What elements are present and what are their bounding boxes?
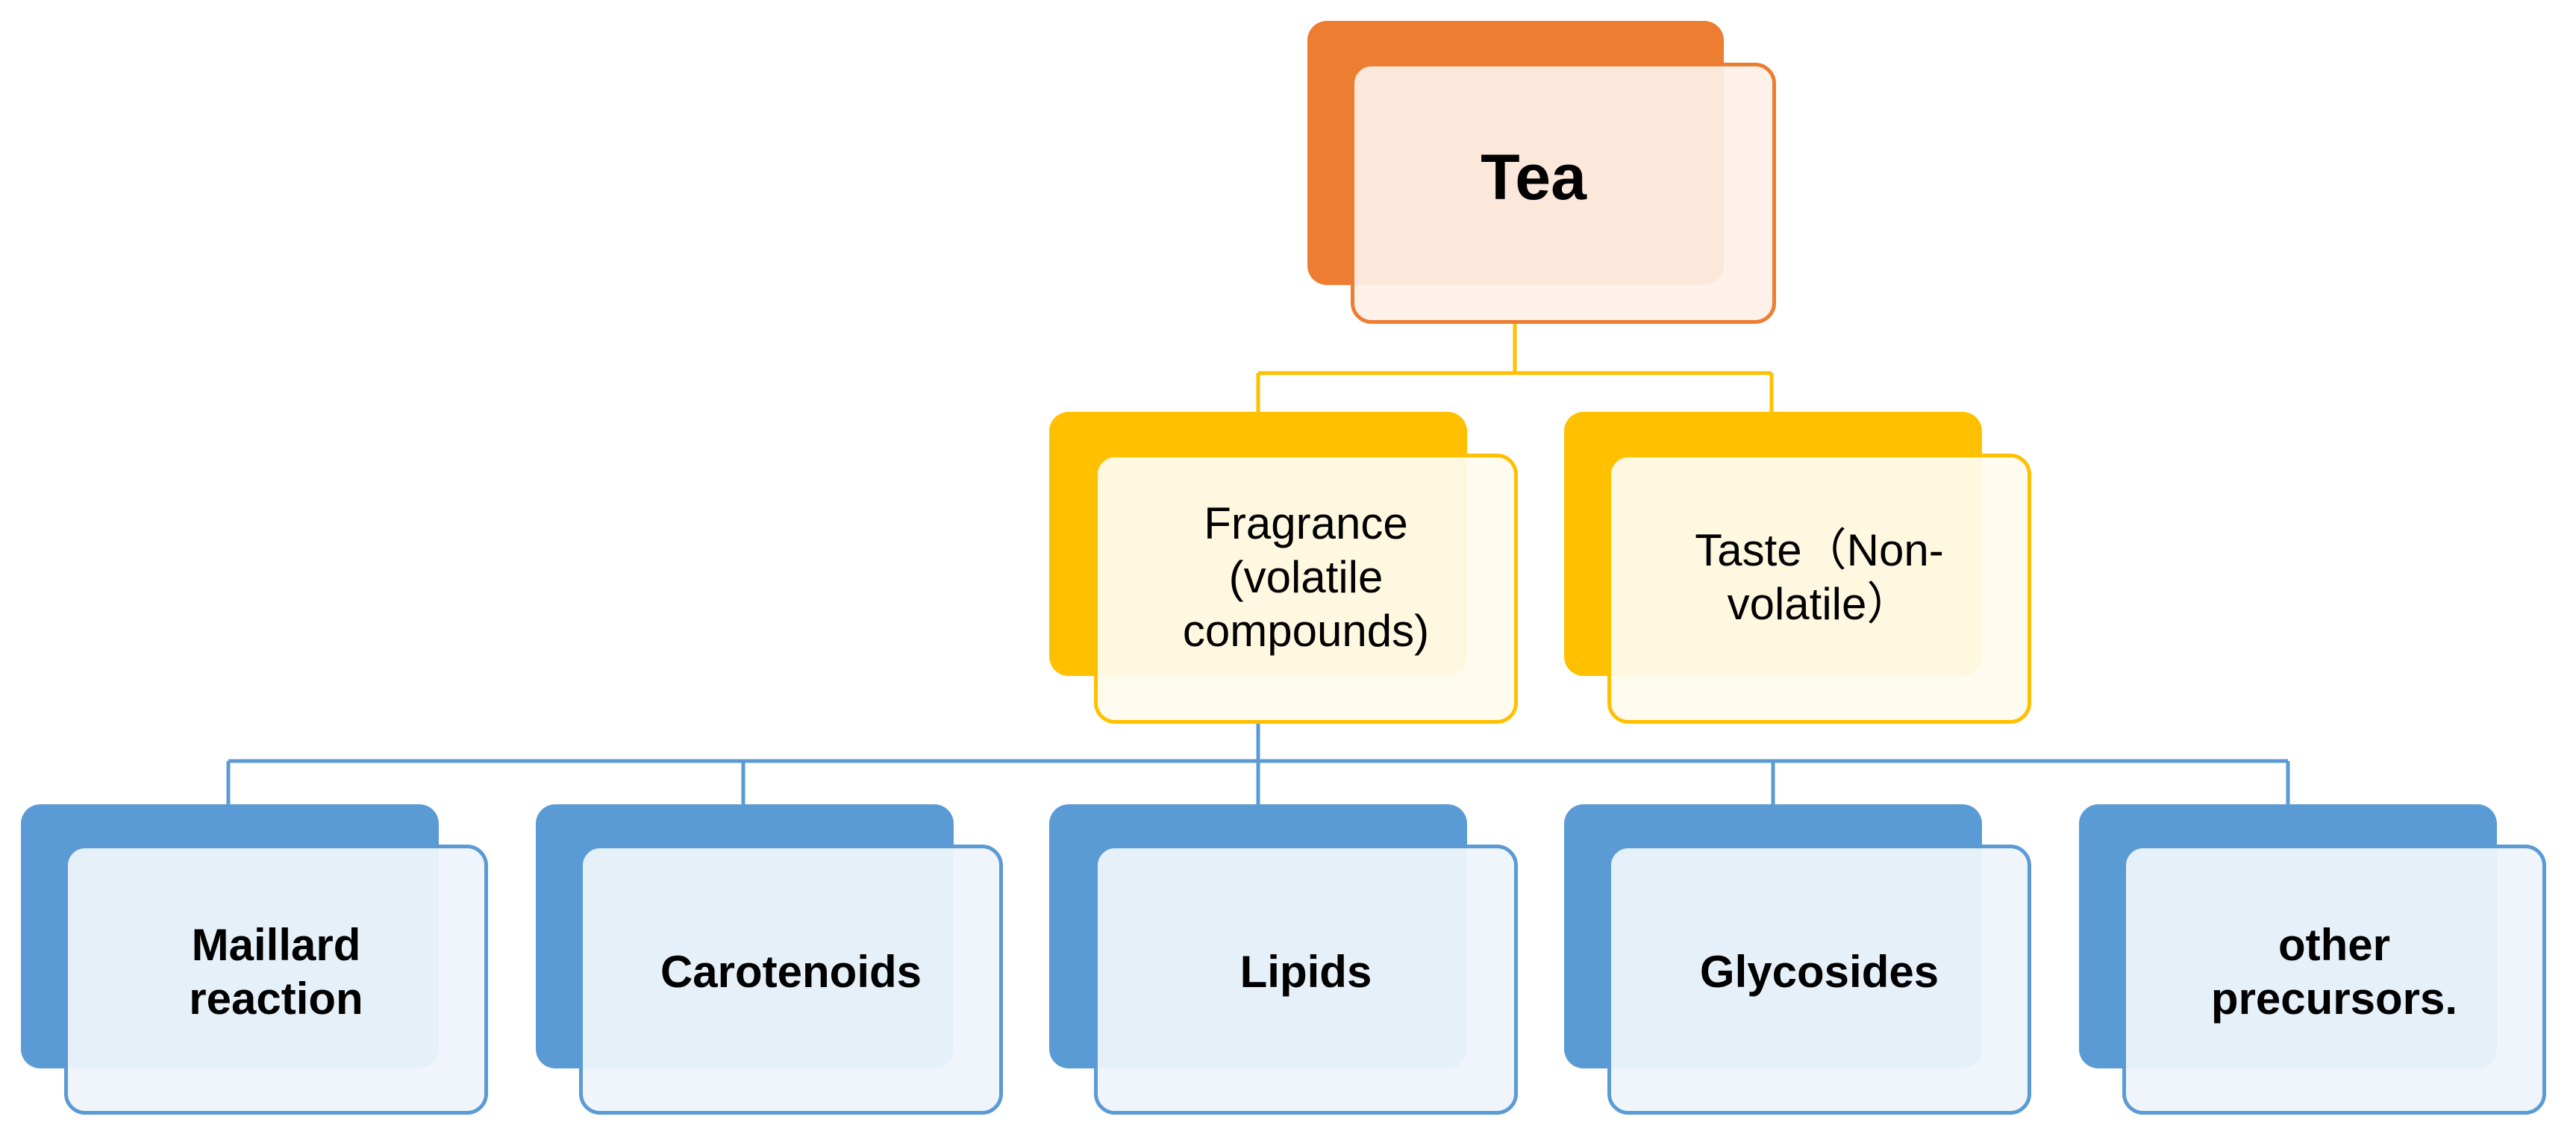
node-carotenoids-label: Carotenoids: [660, 947, 922, 997]
node-other-precursors-box: other precursors.: [2122, 845, 2546, 1115]
node-other-precursors-label: other precursors.: [2210, 920, 2458, 1024]
node-tea-label: Tea: [1481, 142, 1586, 214]
node-taste-label: Taste（Non- volatile）: [1695, 525, 1944, 629]
node-tea-box: Tea: [1351, 63, 1776, 324]
node-fragrance-label: Fragrance (volatile compounds): [1182, 498, 1430, 656]
node-maillard-reaction-label: Maillard reaction: [189, 920, 363, 1024]
node-lipids-box: Lipids: [1094, 845, 1518, 1115]
node-carotenoids-box: Carotenoids: [579, 845, 1003, 1115]
root-to-category-connectors: [1256, 322, 1774, 412]
node-fragrance-box: Fragrance (volatile compounds): [1094, 454, 1518, 724]
node-maillard-reaction-box: Maillard reaction: [64, 845, 488, 1115]
node-glycosides-label: Glycosides: [1699, 947, 1939, 997]
fragrance-to-precursor-connectors: [226, 724, 2290, 804]
node-glycosides-box: Glycosides: [1607, 845, 2031, 1115]
node-lipids-label: Lipids: [1239, 947, 1372, 997]
node-taste-box: Taste（Non- volatile）: [1607, 454, 2031, 724]
